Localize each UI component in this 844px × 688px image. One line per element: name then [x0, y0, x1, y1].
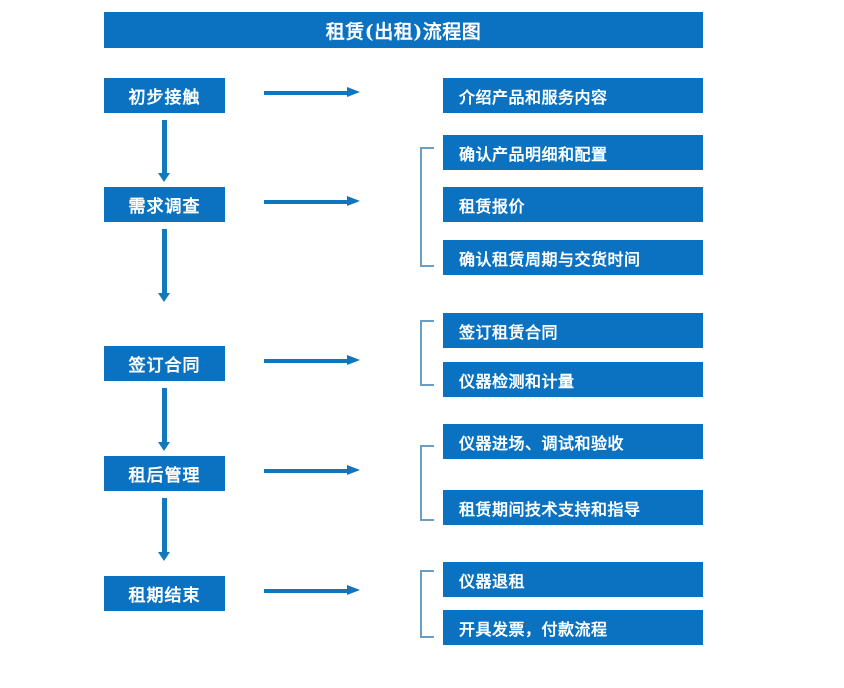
bracket-top-stub — [420, 147, 434, 149]
stage-label-5: 租期结束 — [128, 586, 201, 606]
arrow-head-icon — [347, 355, 360, 365]
stage-box-3[interactable]: 签订合同 — [104, 346, 225, 381]
arrow-shaft — [264, 589, 348, 593]
stage-label-4: 租后管理 — [128, 466, 201, 486]
flow-arrow-right-1 — [264, 87, 360, 98]
item-label-4-2: 租赁期间技术支持和指导 — [459, 499, 641, 519]
arrow-shaft — [162, 229, 167, 293]
group-bracket-2 — [420, 147, 434, 267]
flow-arrow-down-1 — [158, 120, 171, 182]
group-bracket-5 — [420, 570, 434, 638]
flow-arrow-down-4 — [158, 498, 171, 561]
bracket-vertical-line — [420, 320, 422, 386]
arrow-shaft — [264, 200, 348, 204]
stage-box-4[interactable]: 租后管理 — [104, 456, 225, 491]
arrow-shaft — [264, 359, 348, 363]
bracket-vertical-line — [420, 570, 422, 638]
group-bracket-3 — [420, 320, 434, 386]
flow-arrow-right-2 — [264, 196, 360, 207]
bracket-top-stub — [420, 445, 434, 447]
arrow-shaft — [264, 91, 348, 95]
stage-box-2[interactable]: 需求调查 — [104, 187, 225, 222]
item-label-2-1: 确认产品明细和配置 — [459, 144, 608, 164]
item-label-2-3: 确认租赁周期与交货时间 — [459, 249, 641, 269]
flow-arrow-right-4 — [264, 465, 360, 476]
arrow-head-icon — [158, 293, 170, 302]
bracket-top-stub — [420, 570, 434, 572]
arrow-shaft — [162, 120, 167, 173]
stage-box-1[interactable]: 初步接触 — [104, 78, 225, 113]
arrow-shaft — [162, 498, 167, 552]
arrow-shaft — [264, 469, 348, 473]
group-bracket-4 — [420, 445, 434, 521]
stage-box-5[interactable]: 租期结束 — [104, 576, 225, 611]
flow-arrow-right-5 — [264, 585, 360, 596]
item-box-2-2[interactable]: 租赁报价 — [443, 187, 703, 222]
item-box-5-2[interactable]: 开具发票，付款流程 — [443, 610, 703, 645]
chart-title: 租赁(出租)流程图 — [325, 20, 482, 43]
item-label-3-1: 签订租赁合同 — [459, 322, 559, 342]
item-label-2-2: 租赁报价 — [459, 196, 526, 216]
item-label-5-1: 仪器退租 — [459, 571, 526, 591]
bracket-top-stub — [420, 320, 434, 322]
item-box-2-1[interactable]: 确认产品明细和配置 — [443, 135, 703, 170]
chart-title-bar: 租赁(出租)流程图 — [104, 12, 703, 48]
item-label-1-1: 介绍产品和服务内容 — [459, 87, 608, 107]
bracket-bottom-stub — [420, 636, 434, 638]
bracket-vertical-line — [420, 445, 422, 521]
item-box-4-2[interactable]: 租赁期间技术支持和指导 — [443, 490, 703, 525]
flow-arrow-right-3 — [264, 355, 360, 366]
arrow-head-icon — [347, 585, 360, 595]
arrow-head-icon — [347, 87, 360, 97]
item-box-5-1[interactable]: 仪器退租 — [443, 562, 703, 597]
bracket-vertical-line — [420, 147, 422, 267]
flow-arrow-down-2 — [158, 229, 171, 302]
item-box-2-3[interactable]: 确认租赁周期与交货时间 — [443, 240, 703, 275]
arrow-head-icon — [158, 552, 170, 561]
stage-label-3: 签订合同 — [128, 356, 201, 376]
item-box-3-1[interactable]: 签订租赁合同 — [443, 313, 703, 348]
bracket-bottom-stub — [420, 265, 434, 267]
arrow-head-icon — [158, 442, 170, 451]
bracket-bottom-stub — [420, 519, 434, 521]
item-label-5-2: 开具发票，付款流程 — [459, 619, 608, 639]
arrow-head-icon — [347, 465, 360, 475]
arrow-head-icon — [158, 173, 170, 182]
item-box-3-2[interactable]: 仪器检测和计量 — [443, 362, 703, 397]
item-label-4-1: 仪器进场、调试和验收 — [459, 433, 625, 453]
flow-arrow-down-3 — [158, 388, 171, 451]
item-label-3-2: 仪器检测和计量 — [459, 371, 575, 391]
item-box-1-1[interactable]: 介绍产品和服务内容 — [443, 78, 703, 113]
arrow-shaft — [162, 388, 167, 442]
stage-label-2: 需求调查 — [128, 197, 201, 217]
stage-label-1: 初步接触 — [128, 88, 201, 108]
bracket-bottom-stub — [420, 384, 434, 386]
arrow-head-icon — [347, 196, 360, 206]
item-box-4-1[interactable]: 仪器进场、调试和验收 — [443, 424, 703, 459]
